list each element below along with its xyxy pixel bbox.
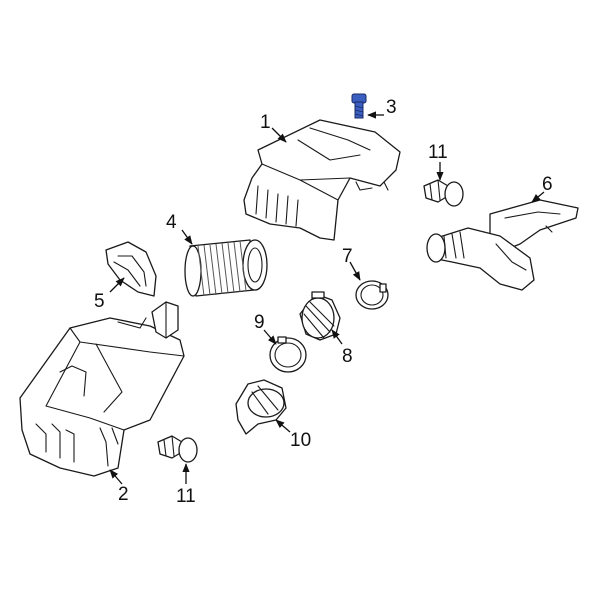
part-resonator-hose[interactable]: [299, 291, 341, 341]
callout-1: 1: [260, 112, 271, 133]
leader-lines: [109, 111, 545, 485]
part-hose-clamp[interactable]: [269, 336, 307, 373]
callout-3: 3: [386, 97, 397, 118]
part-clip-upper[interactable]: [423, 179, 464, 207]
callout-10: 10: [290, 430, 311, 451]
part-bolt[interactable]: [351, 93, 367, 119]
part-elbow-boot[interactable]: [235, 379, 287, 435]
callout-5: 5: [94, 291, 105, 312]
part-clip-lower[interactable]: [157, 435, 198, 463]
callout-2: 2: [118, 484, 129, 505]
callout-11-upper: 11: [428, 142, 448, 163]
callout-9: 9: [254, 312, 265, 333]
part-lower-airbox[interactable]: [19, 301, 185, 477]
callout-8: 8: [342, 346, 353, 367]
part-clamp-ring[interactable]: [355, 280, 389, 310]
callout-6: 6: [542, 174, 553, 195]
callout-11-lower: 11: [176, 486, 196, 507]
part-intake-duct[interactable]: [426, 199, 579, 291]
part-inlet-seal[interactable]: [105, 241, 157, 297]
part-air-filter[interactable]: [184, 239, 268, 297]
callout-4: 4: [166, 212, 177, 233]
part-engine-cover[interactable]: [243, 119, 401, 241]
callout-labels: 1 2 3 4 5 6 7 8 9 10 11 11: [94, 97, 553, 507]
callout-7: 7: [342, 246, 353, 267]
